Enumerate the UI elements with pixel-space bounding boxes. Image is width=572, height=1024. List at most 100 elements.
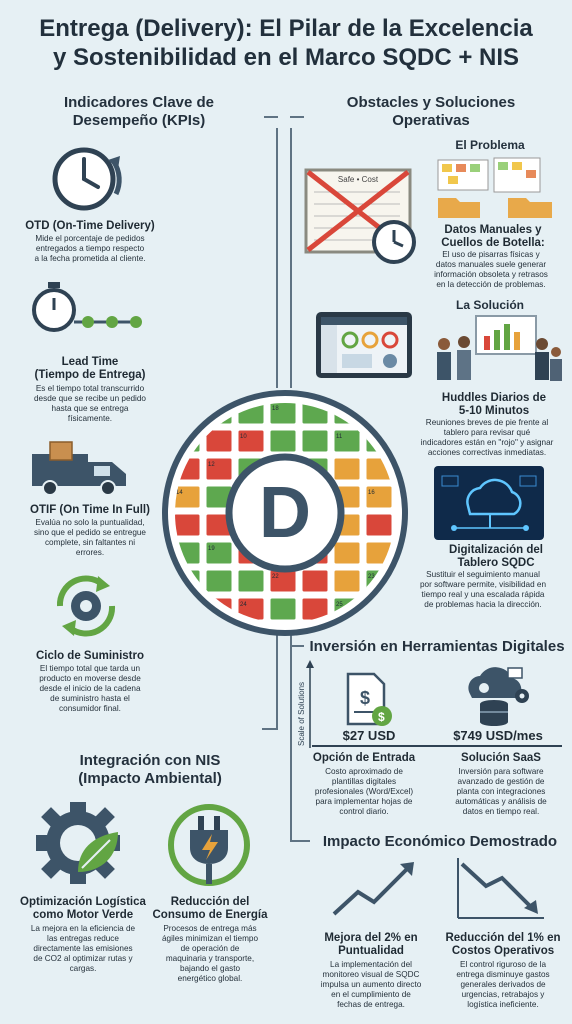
emblem-letter: D	[259, 473, 311, 553]
calendar-cell	[333, 569, 361, 593]
calendar-cell	[205, 541, 233, 565]
stopwatch-timeline-icon	[26, 280, 146, 346]
left-connector-top	[264, 116, 278, 118]
calendar-day-number: 10	[240, 434, 247, 440]
nis-heading: Integración con NIS (Impacto Ambiental)	[78, 752, 222, 787]
crossed-whiteboard-icon: Safe • Cost	[300, 166, 422, 266]
svg-text:Safe • Cost: Safe • Cost	[338, 175, 379, 184]
calendar-cell	[237, 429, 265, 453]
calendar-day-number: 19	[368, 406, 375, 412]
calendar-cell	[269, 403, 297, 425]
problem-label: El Problema	[455, 138, 525, 152]
impact-heading: Impacto Económico Demostrado	[322, 833, 558, 850]
left-connector-bottom	[276, 600, 278, 730]
tablet-dashboard-icon	[314, 310, 414, 382]
calendar-cell	[205, 429, 233, 453]
supply-cycle-gear-icon	[46, 566, 126, 646]
svg-text:$: $	[378, 710, 385, 724]
energy-desc: Procesos de entrega más ágiles minimizan…	[161, 924, 258, 983]
calendar-grid: 17181910111213141516171819202122232425 D	[162, 390, 408, 636]
otif-desc: Evalúa no solo la puntualidad, sino que …	[34, 518, 146, 557]
otd-title: OTD (On-Time Delivery)	[25, 220, 155, 232]
green-logistics-title: Optimización Logística como Motor Verde	[20, 896, 146, 921]
calendar-cell	[333, 457, 361, 481]
energy-title: Reducción del Consumo de Energía	[152, 896, 268, 921]
problem-desc: El uso de pisarras físicas y datos manua…	[434, 250, 548, 289]
right-connector-invest	[290, 645, 304, 647]
calendar-day-number: 11	[336, 434, 343, 440]
cloud-digital-icon	[434, 466, 544, 540]
calendar-cell	[175, 597, 201, 621]
investment-axis-label: Scale of Solutions	[297, 682, 306, 746]
calendar-cell	[269, 429, 297, 453]
lead-time-title: Lead Time (Tiempo de Entrega)	[34, 356, 146, 381]
cost-desc: El control riguroso de la entrega dismin…	[456, 960, 550, 1009]
calendar-day-number: 23	[368, 574, 375, 580]
calendar-cell	[175, 513, 201, 537]
green-logistics-desc: La mejora en la eficiencia de las entreg…	[30, 924, 136, 973]
punctuality-title: Mejora del 2% en Puntualidad	[324, 932, 418, 957]
trend-up-icon	[330, 858, 420, 922]
problem-title: Datos Manuales y Cuellos de Botella:	[441, 224, 545, 249]
calendar-day-number: 16	[368, 490, 375, 496]
investment-axis: Scale of Solutions	[296, 660, 316, 750]
right-connector-impact	[290, 840, 310, 842]
punctuality-desc: La implementación del monitoreo visual d…	[320, 960, 422, 1009]
cost-title: Reducción del 1% en Costos Operativos	[445, 932, 561, 957]
cloud-database-icon	[456, 658, 532, 728]
energy-plug-icon	[166, 802, 252, 888]
solution-label: La Solución	[455, 298, 524, 312]
svg-text:$: $	[360, 688, 370, 708]
otif-title: OTIF (On Time In Full)	[30, 504, 150, 516]
kpis-heading: Indicadores Clave de Desempeño (KPIs)	[63, 94, 215, 129]
calendar-day-number: 25	[336, 602, 343, 608]
emblem-inner-ring	[225, 453, 345, 573]
left-connector-nis	[262, 728, 278, 730]
calendar-day-number: 17	[176, 406, 183, 412]
trend-down-icon	[452, 856, 548, 922]
calendar-cell	[365, 513, 393, 537]
calendar-cell	[301, 429, 329, 453]
supply-desc: El tiempo total que tarda un producto en…	[39, 664, 141, 713]
calendar-day-number: 14	[176, 490, 183, 496]
calendar-day-number: 18	[272, 406, 279, 412]
investment-baseline	[312, 745, 562, 747]
calendar-cell	[333, 429, 361, 453]
huddle-title: Huddles Diarios de 5-10 Minutos	[441, 392, 547, 417]
entry-price: $27 USD	[342, 728, 396, 743]
calendar-cell	[237, 569, 265, 593]
team-huddle-icon	[430, 312, 564, 388]
calendar-day-number: 12	[208, 462, 215, 468]
calendar-cell	[365, 485, 393, 509]
lead-time-desc: Es el tiempo total transcurrido desde qu…	[34, 384, 146, 423]
calendar-cell	[205, 569, 233, 593]
calendar-cell	[269, 597, 297, 621]
calendar-cell	[175, 485, 201, 509]
calendar-day-number: 24	[240, 602, 247, 608]
delivery-truck-icon	[28, 440, 138, 500]
saas-desc: Inversión para software avanzado de gest…	[455, 767, 547, 816]
investment-heading: Inversión en Herramientas Digitales	[309, 638, 565, 655]
obstacles-heading: Obstacles y Soluciones Operativas	[346, 94, 516, 129]
right-connector-line	[290, 128, 292, 388]
calendar-cell	[301, 569, 329, 593]
page-title: Entrega (Delivery): El Pilar de la Excel…	[39, 15, 533, 71]
calendar-day-number: 19	[208, 546, 215, 552]
gear-leaf-icon	[34, 800, 124, 886]
document-dollar-icon: $ $	[344, 672, 394, 728]
digital-title: Digitalización del Tablero SQDC	[449, 544, 543, 569]
right-connector-bottom	[290, 600, 292, 840]
calendar-day-number: 22	[272, 574, 279, 580]
calendar-cell	[365, 403, 393, 425]
huddle-desc: Reuniones breves de pie frente al tabler…	[420, 418, 554, 457]
right-connector-top	[290, 116, 304, 118]
otd-desc: Mide el porcentaje de pedidos entregados…	[34, 234, 146, 263]
supply-title: Ciclo de Suministro	[36, 650, 144, 662]
calendar-cell	[175, 403, 201, 425]
digital-desc: Sustituir el seguimiento manual por soft…	[419, 570, 547, 609]
clock-icon	[46, 142, 130, 216]
saas-title: Solución SaaS	[461, 752, 541, 764]
left-connector-line	[276, 128, 278, 388]
calendar-cell	[333, 541, 361, 565]
entry-title: Opción de Entrada	[312, 752, 416, 764]
